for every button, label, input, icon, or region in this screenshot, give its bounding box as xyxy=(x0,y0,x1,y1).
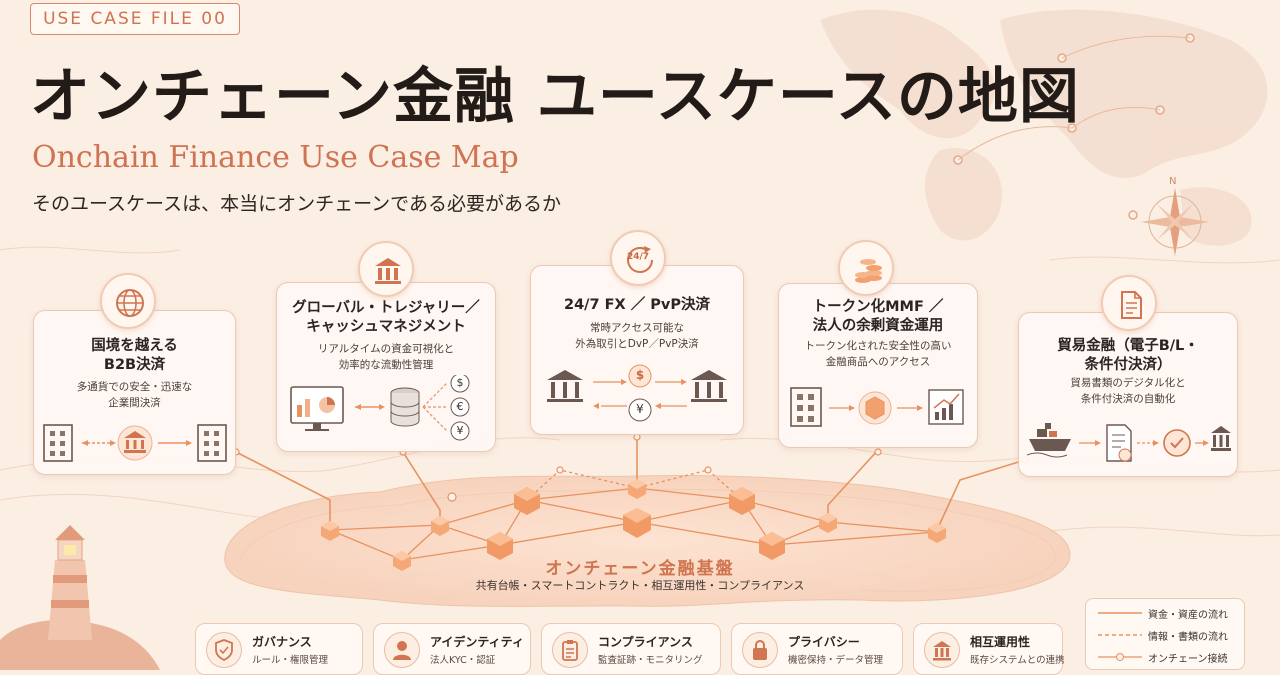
document-icon xyxy=(1101,275,1157,331)
use-case-title: 貿易金融（電子B/L・ 条件付決済） xyxy=(1057,338,1199,373)
use-case-card-tokenized-mmf[interactable]: トークン化MMF ／ 法人の余剰資金運用 トークン化された安全性の高い 金融商品… xyxy=(778,283,978,448)
legend-label: 情報・書類の流れ xyxy=(1148,632,1228,643)
pillar-subtitle: 既存システムとの連携 xyxy=(970,655,1065,666)
pillar-subtitle: 監査証跡・モニタリング xyxy=(598,655,703,666)
currency-symbol-yen: ¥ xyxy=(456,424,464,437)
bank-icon xyxy=(924,632,960,668)
use-case-card-trade-finance[interactable]: 貿易金融（電子B/L・ 条件付決済） 貿易書類のデジタル化と 条件付決済の自動化 xyxy=(1018,312,1238,477)
pillar-interoperability[interactable]: 相互運用性 既存システムとの連携 xyxy=(913,623,1065,675)
legend: 資金・資産の流れ 情報・書類の流れ オンチェーン接続 xyxy=(1085,598,1245,670)
mmf-flow-illustration xyxy=(790,387,964,427)
fx-flow-illustration xyxy=(547,364,727,422)
use-case-file-tag: USE CASE FILE 00 xyxy=(30,3,240,35)
use-case-title: グローバル・トレジャリー／ キャッシュマネジメント xyxy=(292,300,480,335)
person-icon xyxy=(384,632,420,668)
check-circle-icon xyxy=(1163,429,1191,457)
pillar-identity[interactable]: アイデンティティ 法人KYC・認証 xyxy=(373,623,531,675)
euro-coin-icon xyxy=(450,397,470,417)
pillar-privacy[interactable]: プライバシー 機密保持・データ管理 xyxy=(731,623,903,675)
legend-label: 資金・資産の流れ xyxy=(1148,610,1228,621)
currency-symbol-dollar: $ xyxy=(635,368,645,382)
foundation-subtitle: 共有台帳・スマートコントラクト・相互運用性・コンプライアンス xyxy=(475,579,805,592)
use-case-description: トークン化された安全性の高い 金融商品へのアクセス xyxy=(804,340,952,368)
coins-icon xyxy=(838,240,894,296)
growth-chart-icon xyxy=(928,389,964,425)
lock-icon xyxy=(742,632,778,668)
page-title: オンチェーン金融 ユースケースの地図 xyxy=(30,62,1080,132)
office-building-icon xyxy=(43,424,73,462)
bill-of-lading-document-icon xyxy=(1106,424,1132,462)
bank-icon xyxy=(547,370,583,402)
pillar-compliance[interactable]: コンプライアンス 監査証跡・モニタリング xyxy=(541,623,721,675)
bank-icon xyxy=(117,425,153,461)
lighthouse-illustration xyxy=(0,525,160,670)
dashboard-monitor-icon xyxy=(290,386,344,431)
clipboard-icon xyxy=(552,632,588,668)
foundation-title: オンチェーン金融基盤 xyxy=(545,559,735,579)
page-subtitle: Onchain Finance Use Case Map xyxy=(32,140,519,175)
office-building-icon xyxy=(197,424,227,462)
pillar-title: プライバシー xyxy=(788,635,860,649)
cargo-ship-icon xyxy=(1027,423,1071,458)
dollar-coin-icon xyxy=(628,364,652,388)
use-case-description: リアルタイムの資金可視化と 効率的な流動性管理 xyxy=(317,343,455,371)
pillar-title: ガバナンス xyxy=(252,635,312,649)
use-case-card-b2b-payments[interactable]: 国境を越える B2B決済 多通貨での安全・迅速な 企業間決済 xyxy=(33,310,236,475)
clock-247-label: 24/7 xyxy=(626,252,650,262)
pillar-governance[interactable]: ガバナンス ルール・権限管理 xyxy=(195,623,363,675)
use-case-title: 24/7 FX ／ PvP決済 xyxy=(564,297,710,313)
currency-symbol-euro: € xyxy=(456,400,464,413)
pillar-subtitle: 法人KYC・認証 xyxy=(430,655,496,666)
guiding-question: そのユースケースは、本当にオンチェーンである必要があるか xyxy=(32,193,561,215)
ledger-cubes xyxy=(321,479,946,571)
currency-symbol-yen: ¥ xyxy=(636,402,644,416)
map-routes xyxy=(957,35,1191,161)
foundation-island xyxy=(224,475,1071,607)
pillar-subtitle: ルール・権限管理 xyxy=(252,655,329,666)
trade-flow-illustration xyxy=(1027,423,1231,462)
world-map-decoration xyxy=(820,9,1268,246)
use-case-title: トークン化MMF ／ 法人の余剰資金運用 xyxy=(812,299,944,334)
dollar-coin-icon xyxy=(450,375,470,393)
clock-247-icon: 24/7 xyxy=(610,230,666,286)
office-building-icon xyxy=(790,387,822,427)
compass-north-label: N xyxy=(1169,176,1177,187)
database-icon xyxy=(390,387,420,427)
bank-icon xyxy=(358,241,414,297)
bank-icon xyxy=(691,370,727,402)
use-case-title: 国境を越える B2B決済 xyxy=(91,338,178,373)
yen-coin-icon xyxy=(450,421,470,441)
compass-rose xyxy=(1141,188,1209,256)
treasury-flow-illustration xyxy=(290,375,470,441)
legend-label: オンチェーン接続 xyxy=(1148,654,1228,665)
bank-icon xyxy=(1211,426,1231,451)
pillar-title: コンプライアンス xyxy=(598,635,693,649)
b2b-flow-illustration xyxy=(43,424,227,462)
pillar-title: 相互運用性 xyxy=(970,635,1031,649)
use-case-description: 多通貨での安全・迅速な 企業間決済 xyxy=(76,381,193,409)
pillar-title: アイデンティティ xyxy=(430,635,524,649)
token-coin-icon xyxy=(858,391,892,425)
yen-coin-icon xyxy=(628,398,652,422)
shield-icon xyxy=(206,632,242,668)
currency-symbol-dollar: $ xyxy=(456,376,464,389)
pillar-subtitle: 機密保持・データ管理 xyxy=(788,655,884,666)
use-case-card-global-treasury[interactable]: グローバル・トレジャリー／ キャッシュマネジメント リアルタイムの資金可視化と … xyxy=(276,282,496,452)
use-case-description: 常時アクセス可能な 外為取引とDvP／PvP決済 xyxy=(575,322,699,350)
legend-swatches xyxy=(1098,612,1142,661)
use-case-description: 貿易書類のデジタル化と 条件付決済の自動化 xyxy=(1070,377,1186,405)
use-case-card-fx-pvp[interactable]: 24/7 FX ／ PvP決済 常時アクセス可能な 外為取引とDvP／PvP決済… xyxy=(530,265,744,435)
globe-icon xyxy=(100,273,156,329)
